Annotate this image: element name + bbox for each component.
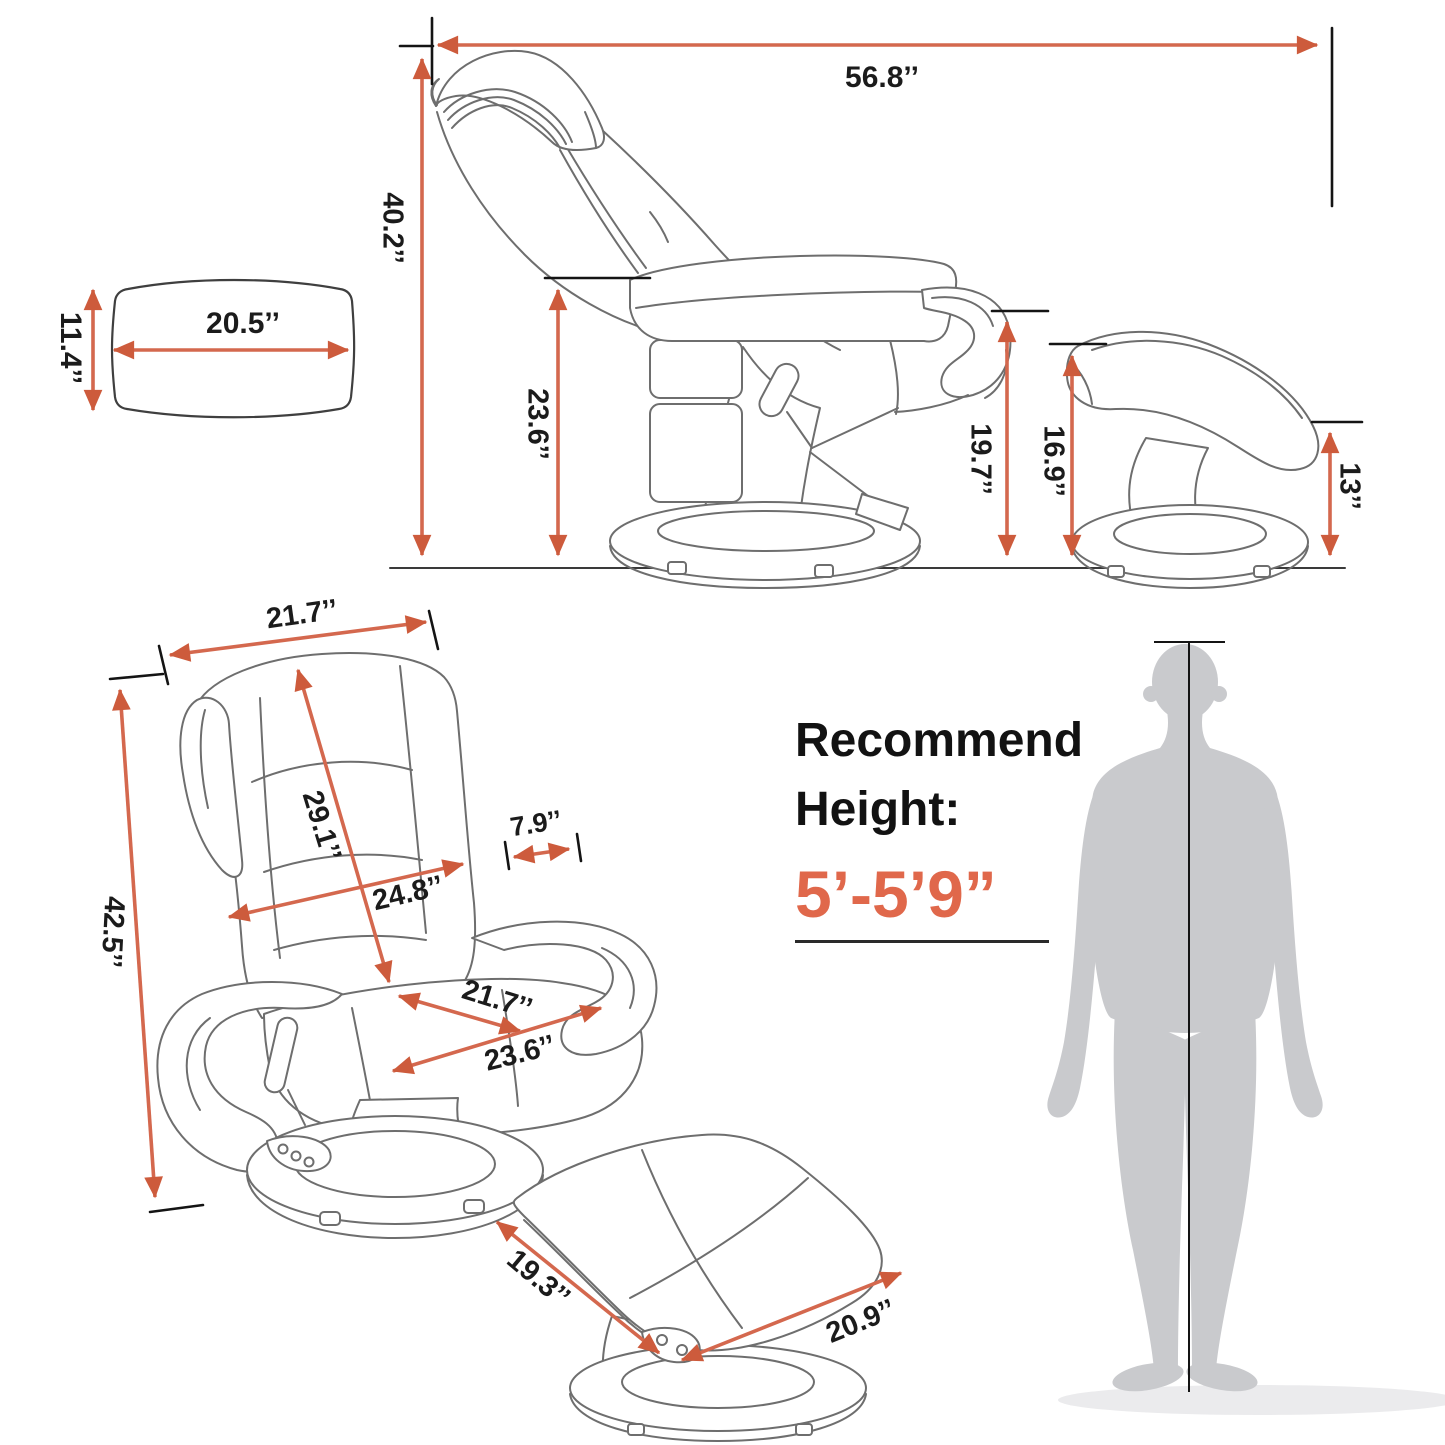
silhouette-head xyxy=(1152,644,1218,720)
base-rim xyxy=(609,545,921,589)
base-front-outer xyxy=(246,1115,544,1225)
side-pocket-lower xyxy=(649,403,743,503)
front-lever-stem xyxy=(287,1089,306,1126)
seat-seam-side xyxy=(635,290,947,309)
dim-label-headrest-depth: 11.4’’ xyxy=(54,311,87,385)
lever-stem xyxy=(786,411,813,449)
arrow-back-top-width xyxy=(168,615,428,662)
ottoman-foot xyxy=(1253,565,1271,578)
dimension-extension-ticks xyxy=(108,16,1364,1214)
dim-label-ottoman-cushion-height: 13’’ xyxy=(1333,462,1366,510)
tick xyxy=(157,644,170,686)
arrow-back-width xyxy=(227,859,465,922)
tick xyxy=(108,672,165,681)
silhouette-leg-right xyxy=(1184,1010,1257,1370)
headrest-roll-lines xyxy=(443,88,597,149)
ottoman-base-ring xyxy=(1113,513,1267,555)
arrow-ottoman-depth xyxy=(680,1271,903,1362)
headrest-pillow xyxy=(435,50,605,151)
arrow-ottoman-width xyxy=(495,1220,661,1355)
human-silhouette xyxy=(1047,641,1445,1415)
arrow-seat-depth xyxy=(391,1004,603,1075)
ottoman-side-view-drawing xyxy=(1065,330,1320,589)
tick xyxy=(503,840,511,871)
tick xyxy=(427,609,440,651)
base-foot xyxy=(814,564,834,578)
silhouette-foot xyxy=(1112,1362,1184,1392)
armrest-side xyxy=(921,286,1012,398)
mechanism-bracket xyxy=(855,493,909,531)
tick xyxy=(575,832,583,863)
headrest-curl-tip xyxy=(430,78,440,107)
base-ring xyxy=(657,510,875,552)
silhouette-arm-left xyxy=(1047,786,1112,1118)
dim-label-total-height-side: 40.2’’ xyxy=(376,192,409,264)
front-lever xyxy=(263,1016,299,1094)
ottoman-foot xyxy=(1107,565,1125,578)
armrest-left-inner xyxy=(185,1017,211,1111)
recliner-front-view-drawing xyxy=(156,652,658,1239)
ground-shadow xyxy=(1058,1385,1445,1415)
base-foot xyxy=(667,561,687,575)
arrow-backrest-length xyxy=(294,668,393,984)
silhouette-leg-left xyxy=(1113,1010,1186,1370)
silhouette-ear xyxy=(1143,686,1159,702)
dim-label-total-height-front: 42.5’’ xyxy=(94,895,131,969)
dim-label-total-length: 56.8’’ xyxy=(845,61,919,94)
ottoman-front-foot xyxy=(627,1423,645,1436)
silhouette-ear xyxy=(1211,686,1227,702)
plate-hole xyxy=(290,1150,302,1162)
base-front-foot xyxy=(463,1199,485,1214)
ottoman-base-rim xyxy=(1071,545,1309,589)
recommend-underline xyxy=(795,940,1049,943)
dimension-arrows xyxy=(83,35,1340,1362)
dim-label-armrest-height: 19.7’’ xyxy=(964,423,997,495)
base-outer xyxy=(609,501,921,581)
side-pocket-upper xyxy=(649,339,743,399)
plate-hole xyxy=(303,1156,315,1168)
silhouette-torso xyxy=(1087,706,1283,1033)
arrow-total-height-front xyxy=(112,688,163,1199)
recommend-height-title: Recommend Height: xyxy=(795,714,1084,837)
tick xyxy=(148,1203,205,1214)
recline-lever xyxy=(758,362,800,418)
silhouette-foot xyxy=(1186,1362,1258,1392)
arrow-armrest-width xyxy=(512,842,571,864)
backrest-inner-lines xyxy=(559,145,647,274)
armrest-side-inner xyxy=(931,296,994,327)
dim-label-ottoman-top-height: 16.9’’ xyxy=(1037,425,1070,497)
recommend-height-value: 5’-5’9” xyxy=(795,857,997,931)
wing-inner-line xyxy=(199,709,209,809)
mechanism-rods xyxy=(809,339,899,503)
base-front-foot xyxy=(319,1211,341,1226)
dim-label-seat-height-side: 23.6’’ xyxy=(521,388,554,460)
dim-label-headrest-width: 20.5’’ xyxy=(206,307,280,340)
plate-hole xyxy=(277,1143,289,1155)
backrest-left-edge xyxy=(436,111,651,331)
recliner-side-view-drawing xyxy=(389,50,1346,589)
ottoman-front-base xyxy=(569,1344,867,1432)
ottoman-front-rim xyxy=(569,1393,867,1442)
seat-cushion-side xyxy=(629,254,958,343)
armrest-right-inner xyxy=(601,947,635,1009)
ottoman-front-foot xyxy=(795,1423,813,1436)
silhouette-arm-right xyxy=(1258,786,1323,1118)
